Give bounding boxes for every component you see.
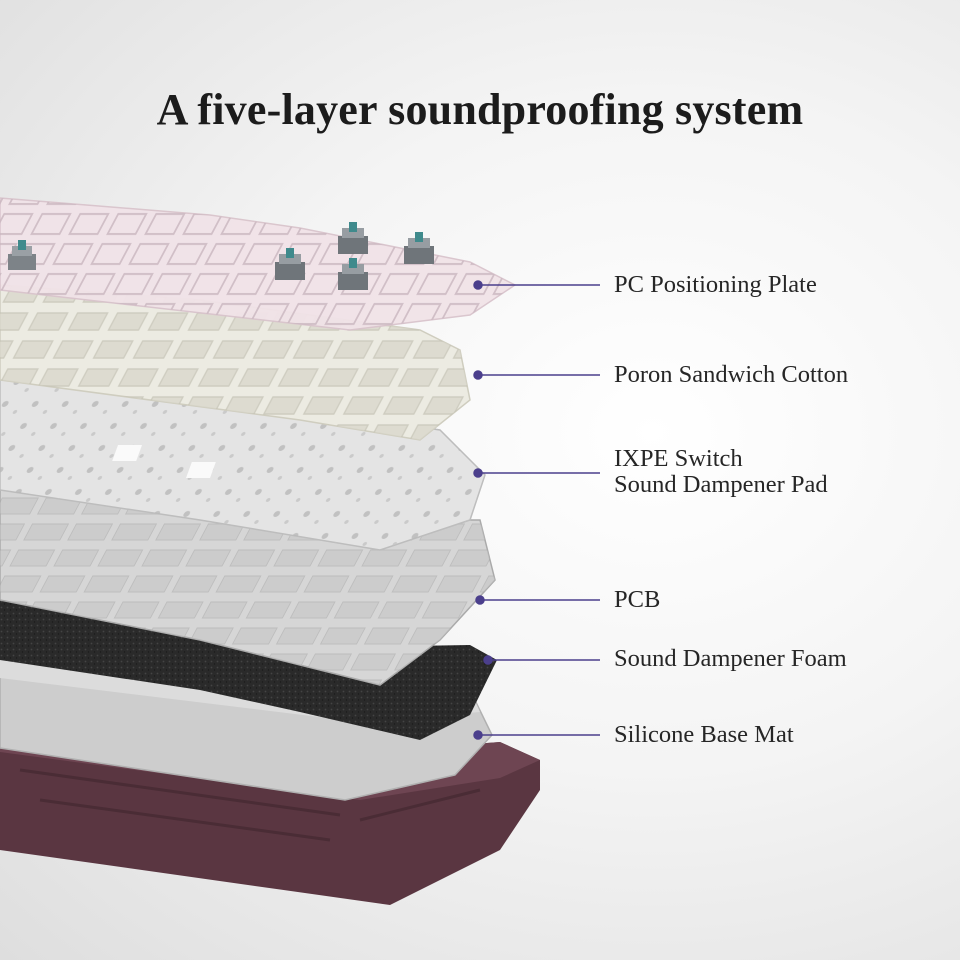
label-line: PC Positioning Plate	[614, 271, 817, 298]
leader-ixpe-switch-pad	[473, 468, 600, 478]
leader-silicone-base-mat	[473, 730, 600, 740]
label-line: Sound Dampener Foam	[614, 645, 847, 672]
label-line: Sound Dampener Pad	[614, 471, 828, 498]
switch-icon	[338, 222, 368, 254]
label-line: Poron Sandwich Cotton	[614, 361, 849, 388]
label-poron-sandwich-cotton: Poron Sandwich Cotton	[614, 362, 848, 388]
leader-sound-dampener-foam	[483, 655, 600, 665]
label-ixpe-switch-pad: IXPE Switch Sound Dampener Pad	[614, 446, 828, 498]
leader-poron-sandwich-cotton	[473, 370, 600, 380]
keyboard-switches	[8, 222, 434, 290]
label-pc-positioning-plate: PC Positioning Plate	[614, 272, 817, 298]
switch-icon	[338, 258, 368, 290]
leader-lines	[473, 280, 600, 740]
label-line: Silicone Base Mat	[614, 721, 794, 748]
switch-icon	[404, 232, 434, 264]
switch-icon	[8, 240, 36, 270]
page-title: A five-layer soundproofing system	[156, 85, 804, 134]
switch-icon	[275, 248, 305, 280]
label-pcb: PCB	[614, 587, 660, 613]
leader-pc-positioning-plate	[473, 280, 600, 290]
pc-positioning-plate-layer	[0, 197, 517, 331]
label-silicone-base-mat: Silicone Base Mat	[614, 722, 794, 748]
ixpe-switch-pad-layer	[0, 364, 486, 551]
label-line: IXPE Switch	[614, 445, 743, 472]
leader-pcb	[475, 595, 600, 605]
label-sound-dampener-foam: Sound Dampener Foam	[614, 646, 847, 672]
label-line: PCB	[614, 586, 661, 613]
